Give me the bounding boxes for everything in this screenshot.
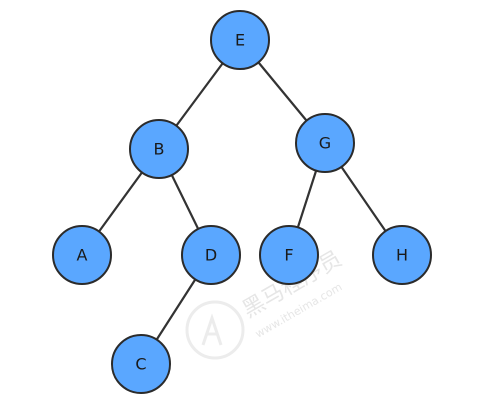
watermark-logo-icon (185, 300, 245, 360)
node-circle-E (210, 10, 270, 70)
watermark-logo-mark (201, 313, 223, 346)
tree-node-B: B (129, 119, 189, 179)
node-label-E: E (235, 31, 245, 50)
node-label-H: H (396, 246, 408, 265)
node-circle-G (295, 113, 355, 173)
tree-node-E: E (210, 10, 270, 70)
edge-E-B (175, 62, 224, 127)
node-label-G: G (319, 134, 331, 153)
edges-layer (97, 61, 387, 341)
tree-node-G: G (295, 113, 355, 173)
node-label-B: B (154, 140, 165, 159)
node-circle-C (111, 334, 171, 394)
nodes-layer: E B G A D F H C (52, 10, 432, 394)
tree-node-H: H (372, 225, 432, 285)
node-label-F: F (284, 246, 293, 265)
node-circle-F (259, 225, 319, 285)
tree-node-F: F (259, 225, 319, 285)
node-circle-B (129, 119, 189, 179)
edge-G-H (340, 165, 387, 233)
edge-G-F (296, 169, 318, 229)
node-circle-H (372, 225, 432, 285)
edge-D-C (155, 278, 197, 341)
tree-node-D: D (181, 225, 241, 285)
node-label-A: A (77, 246, 88, 265)
node-label-D: D (205, 246, 217, 265)
edge-B-A (97, 171, 144, 233)
edge-B-D (170, 173, 200, 231)
node-circle-A (52, 225, 112, 285)
node-label-C: C (135, 355, 146, 374)
tree-node-A: A (52, 225, 112, 285)
tree-node-C: C (111, 334, 171, 394)
node-circle-D (181, 225, 241, 285)
edge-E-G (257, 61, 308, 122)
